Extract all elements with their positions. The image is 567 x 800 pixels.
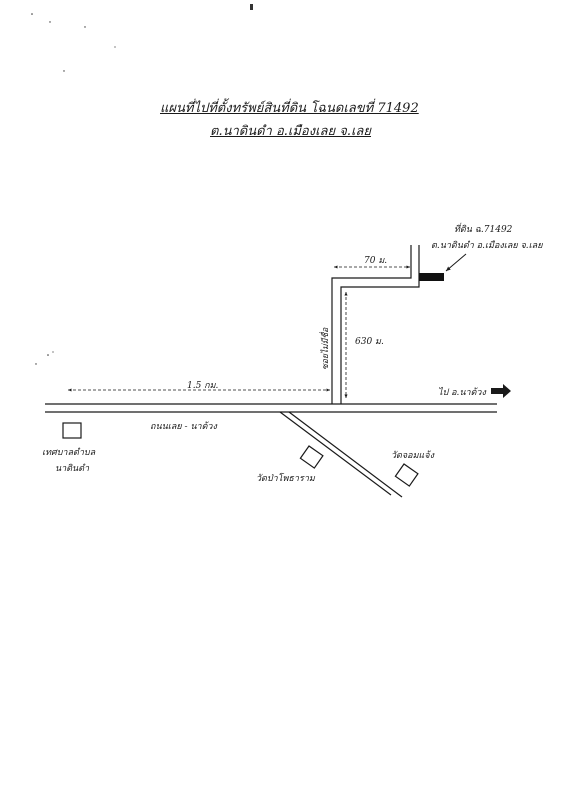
branch-road	[279, 411, 403, 498]
scan-specks	[31, 4, 253, 365]
direction-arrow-icon	[491, 384, 511, 398]
plot-label-location: ต.นาดินดำ อ.เมืองเลย จ.เลย	[431, 241, 543, 251]
side-road-name: ซอยไม่มีชื่อ	[321, 327, 331, 370]
map-title-line2: ต.นาดินดำ อ.เมืองเลย จ.เลย	[210, 124, 372, 139]
main-road	[45, 403, 497, 413]
map-title-line1: แผนที่ไปที่ตั้งทรัพย์สินที่ดิน โฉนดเลขที…	[160, 101, 419, 116]
plot-label-deed: ที่ดิน ฉ.71492	[454, 225, 513, 235]
municipal-office-label-line1: เทศบาลตำบล	[42, 448, 96, 458]
direction-label: ไป อ.นาด้วง	[438, 388, 486, 398]
land-plot-marker	[419, 273, 444, 281]
distance-70m-label: 70 ม.	[364, 256, 388, 266]
distance-1-5km-label: 1.5 กม.	[187, 381, 219, 391]
distance-630m-label: 630 ม.	[355, 337, 384, 347]
side-road	[331, 245, 420, 404]
main-road-name: ถนนเลย - นาด้วง	[150, 422, 217, 432]
wat-pa-photharam-marker	[299, 445, 324, 469]
wat-pa-photharam-label: วัดป่าโพธาราม	[256, 474, 315, 484]
municipal-office-label-line2: นาดินดำ	[55, 464, 90, 474]
wat-chom-chaeng-marker	[394, 463, 419, 487]
plot-pointer-arrow	[445, 253, 467, 272]
wat-chom-chaeng-label: วัดจอมแจ้ง	[391, 451, 434, 461]
municipal-office-marker	[62, 422, 82, 439]
